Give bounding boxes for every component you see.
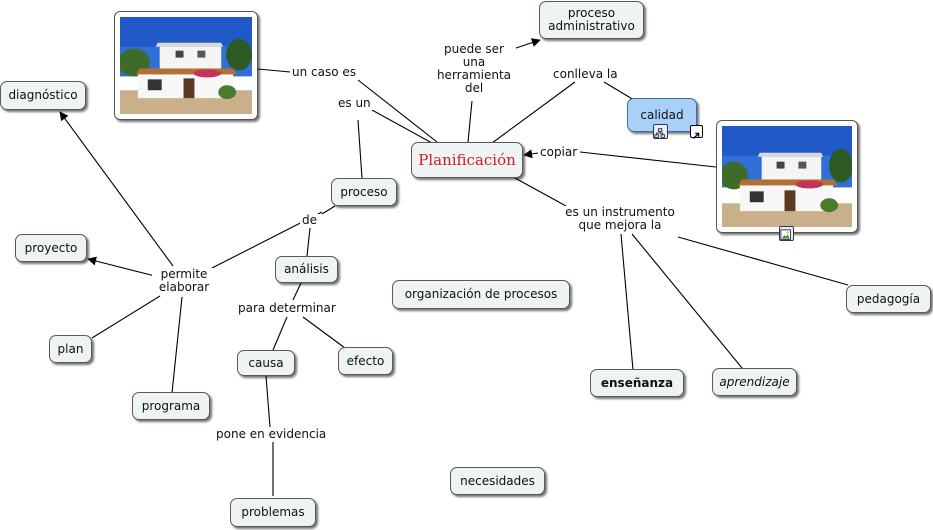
link-phrase-de: de (300, 213, 319, 227)
concept-proceso-administrativo[interactable]: proceso administrativo (539, 1, 644, 39)
house-image-top-left[interactable] (114, 11, 258, 120)
house-photo (722, 126, 852, 227)
concept-plan[interactable]: plan (49, 335, 92, 363)
concept-efecto[interactable]: efecto (338, 347, 393, 375)
link-phrase-para-determinar: para determinar (236, 301, 338, 315)
concept-map-link-icon[interactable] (653, 124, 668, 139)
concept-causa[interactable]: causa (237, 350, 295, 376)
concept-planificacion[interactable]: Planificación (411, 142, 523, 178)
concept-aprendizaje[interactable]: aprendizaje (712, 368, 797, 396)
concept-diagnostico[interactable]: diagnóstico (0, 81, 86, 110)
link-phrase-conlleva-la: conlleva la (551, 67, 620, 81)
concept-ensenanza[interactable]: enseñanza (590, 369, 684, 397)
house-image-right[interactable] (716, 120, 858, 233)
concept-proyecto[interactable]: proyecto (15, 234, 87, 262)
link-phrase-puede-ser: puede ser una herramienta del (432, 43, 516, 95)
concept-calidad[interactable]: calidad (627, 98, 697, 132)
concept-programa[interactable]: programa (132, 392, 210, 420)
concept-necesidades[interactable]: necesidades (450, 467, 545, 495)
shortcut-arrow-icon[interactable] (690, 125, 703, 139)
link-phrase-permite-elaborar: permite elaborar (152, 268, 216, 294)
link-phrase-es-un: es un (336, 96, 373, 110)
house-photo (120, 17, 252, 114)
link-phrase-copiar: copiar (538, 145, 580, 159)
concept-problemas[interactable]: problemas (230, 498, 316, 527)
link-phrase-un-caso-es: un caso es (290, 65, 359, 79)
link-phrase-es-un-instrumento: es un instrumento que mejora la (557, 206, 683, 232)
link-phrase-pone-en-evidencia: pone en evidencia (214, 427, 329, 441)
concept-pedagogia[interactable]: pedagogía (846, 285, 931, 313)
concept-organizacion-de-procesos[interactable]: organización de procesos (392, 280, 570, 309)
image-resource-icon[interactable] (779, 226, 794, 241)
concept-proceso[interactable]: proceso (331, 178, 397, 206)
concept-analisis[interactable]: análisis (275, 256, 338, 283)
